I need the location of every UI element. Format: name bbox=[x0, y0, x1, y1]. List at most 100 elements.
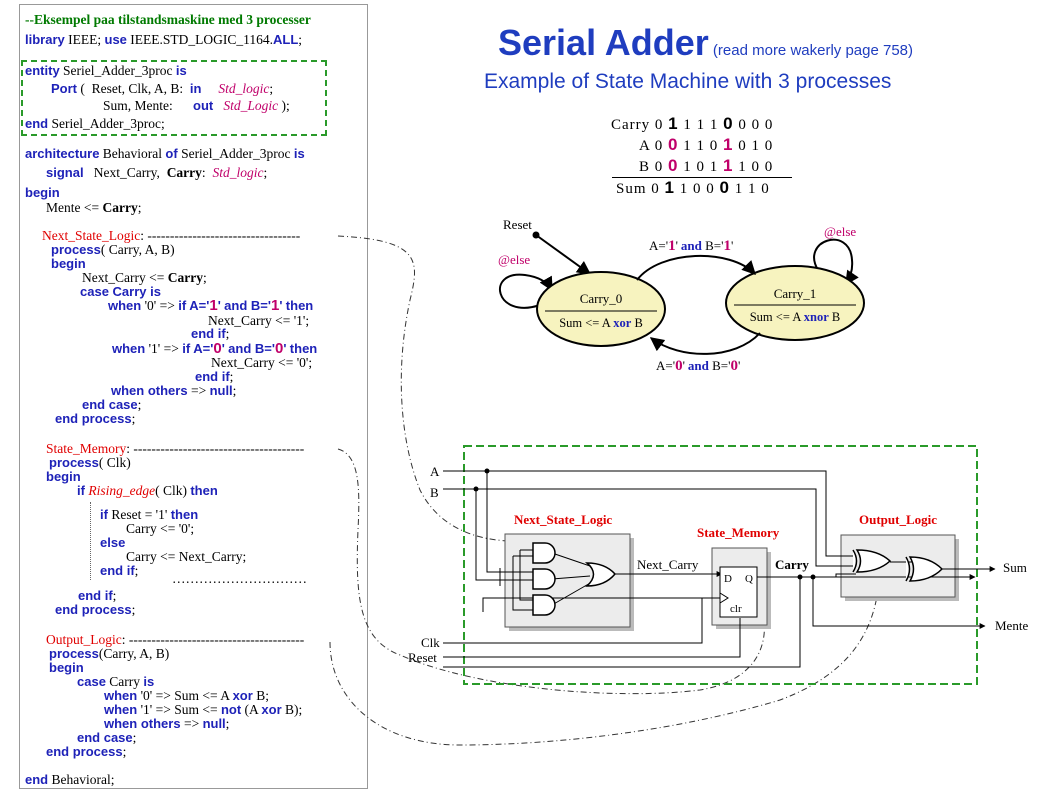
input-a-label: A bbox=[430, 464, 440, 479]
reset-arrow bbox=[535, 234, 592, 275]
sm-block bbox=[711, 547, 768, 626]
transition-1-to-0 bbox=[649, 332, 761, 355]
code-ol-begin: begin bbox=[49, 660, 84, 675]
tt-b-row: B 0 0 1 0 1 1 1 0 0 bbox=[639, 156, 774, 175]
transition-0-to-1 bbox=[636, 255, 756, 281]
code-nsl-label: Next_State_Logic: ----------------------… bbox=[42, 228, 301, 243]
input-clk-label: Clk bbox=[421, 635, 440, 650]
code-comment: --Eksempel paa tilstandsmaskine med 3 pr… bbox=[25, 12, 311, 27]
sm-block-label: State_Memory bbox=[697, 525, 780, 540]
code-nsl-process: process( Carry, A, B) bbox=[51, 242, 175, 257]
code-nsl-when1: when '1' => if A='0' and B='0' then bbox=[112, 340, 318, 357]
input-b-label: B bbox=[430, 485, 439, 500]
code-sm-carry-nc: Carry <= Next_Carry; bbox=[126, 549, 247, 564]
code-begin-line: begin bbox=[25, 185, 60, 200]
code-signal-line: signal Next_Carry, Carry: Std_logic; bbox=[46, 165, 268, 180]
state-carry-0 bbox=[536, 271, 666, 347]
code-mente-line: Mente <= Carry; bbox=[46, 200, 142, 215]
code-ol-label: Output_Logic: --------------------------… bbox=[46, 632, 305, 647]
code-ol-others: when others => null; bbox=[104, 716, 230, 731]
input-reset-label: Reset bbox=[408, 650, 437, 665]
code-nsl-others: when others => null; bbox=[111, 383, 237, 398]
transition-0-to-1-label: A='1'and B='1' bbox=[649, 238, 733, 254]
reset-label: Reset bbox=[503, 217, 532, 232]
code-library-line: library IEEE; use IEEE.STD_LOGIC_1164.AL… bbox=[25, 32, 303, 47]
schematic-wires bbox=[443, 470, 996, 668]
page-subtitle: Example of State Machine with 3 processe… bbox=[484, 70, 892, 93]
carry-label: Carry bbox=[775, 557, 809, 572]
code-nsl-nc1: Next_Carry <= '1'; bbox=[208, 313, 310, 328]
code-ol-when0: when '0' => Sum <= A xor B; bbox=[104, 688, 269, 703]
and-gate-2 bbox=[532, 568, 556, 590]
code-sm-label: State_Memory: --------------------------… bbox=[46, 441, 305, 456]
code-port-out-line: Sum, Mente: out Std_Logic ); bbox=[103, 98, 290, 113]
next-carry-label: Next_Carry bbox=[637, 557, 699, 572]
ff-clr-label: clr bbox=[730, 603, 742, 615]
ol-connector bbox=[329, 559, 881, 746]
nsl-block bbox=[504, 533, 631, 628]
code-to-block-connectors bbox=[329, 235, 881, 746]
sm-connector bbox=[337, 448, 767, 695]
code-sm-endprocess: end process; bbox=[55, 602, 136, 617]
nsl-block-label: Next_State_Logic bbox=[514, 512, 612, 527]
tt-carry-row: Carry 0 1 1 1 1 0 0 0 0 bbox=[611, 114, 774, 133]
xnor-gate bbox=[905, 556, 944, 582]
code-end-line: end Behavioral; bbox=[25, 772, 115, 787]
else-right-label: @else bbox=[824, 224, 856, 239]
code-sm-if-reset: if Reset = '1' then bbox=[100, 507, 199, 522]
code-ol-when1: when '1' => Sum <= not (A xor B); bbox=[104, 702, 303, 717]
state-carry-0-output: Sum <= A xor B bbox=[559, 316, 643, 330]
code-sm-endif: end if; bbox=[78, 588, 117, 603]
state-carry-0-name: Carry_0 bbox=[580, 291, 623, 306]
else-left-label: @else bbox=[498, 252, 530, 267]
code-port-in-line: Port ( Reset, Clk, A, B: in Std_logic; bbox=[51, 81, 274, 96]
code-ol-process: process(Carry, A, B) bbox=[49, 646, 170, 661]
tt-sum-row: Sum 0 1 1 0 0 0 1 1 0 bbox=[616, 178, 770, 197]
code-entity-line: entity Seriel_Adder_3proc is bbox=[25, 63, 187, 78]
code-sm-begin: begin bbox=[46, 469, 81, 484]
code-sm-else: else bbox=[100, 535, 126, 550]
tt-a-row: A 0 0 1 1 0 1 0 1 0 bbox=[639, 135, 774, 154]
or-gate bbox=[584, 562, 616, 587]
code-nsl-endprocess: end process; bbox=[55, 411, 136, 426]
tt-sum-rule bbox=[612, 177, 792, 178]
page-title: Serial Adder (read more wakerly page 758… bbox=[498, 22, 914, 63]
code-sm-inner-bracket bbox=[90, 502, 92, 580]
sm-block-shadow bbox=[716, 552, 771, 629]
code-nsl-nc0: Next_Carry <= '0'; bbox=[211, 355, 313, 370]
and-gate-3 bbox=[532, 594, 556, 616]
self-loop-s1 bbox=[813, 238, 859, 286]
code-ol-endprocess: end process; bbox=[46, 744, 127, 759]
ff-q-label: Q bbox=[745, 573, 753, 585]
code-nsl-endif2: end if; bbox=[195, 369, 234, 384]
and-gates bbox=[532, 542, 556, 616]
code-sm-process: process( Clk) bbox=[49, 455, 131, 470]
code-sm-carry0: Carry <= '0'; bbox=[126, 521, 195, 536]
schematic-outline bbox=[463, 445, 978, 685]
code-ol-endcase: end case; bbox=[77, 730, 137, 745]
ff-clock-triangle bbox=[719, 592, 729, 604]
self-loop-s0 bbox=[498, 273, 553, 309]
state-carry-1 bbox=[725, 265, 865, 341]
output-sum-label: Sum bbox=[1003, 560, 1027, 575]
code-entity-end-line: end Seriel_Adder_3proc; bbox=[25, 116, 165, 131]
ol-block-label: Output_Logic bbox=[859, 512, 937, 527]
code-nsl-endif1: end if; bbox=[191, 326, 230, 341]
ol-block-shadow bbox=[845, 539, 959, 601]
ff-d-label: D bbox=[724, 573, 732, 585]
output-mente-label: Mente bbox=[995, 618, 1028, 633]
state-diagram: Reset @else @else Carry_0 Sum <= A xor B… bbox=[498, 217, 865, 374]
code-nsl-when0: when '0' => if A='1' and B='1' then bbox=[108, 297, 314, 314]
code-ol-case: case Carry is bbox=[77, 674, 155, 689]
code-nsl-case: case Carry is bbox=[80, 284, 161, 299]
entity-highlight-box bbox=[21, 60, 327, 136]
code-nsl-default: Next_Carry <= Carry; bbox=[82, 270, 207, 285]
ol-block bbox=[840, 534, 956, 598]
transition-1-to-0-label: A='0'and B='0' bbox=[656, 358, 740, 374]
code-nsl-endcase: end case; bbox=[82, 397, 142, 412]
state-carry-1-name: Carry_1 bbox=[774, 286, 817, 301]
state-carry-1-output: Sum <= A xnor B bbox=[750, 310, 841, 324]
title-reference-note: (read more wakerly page 758) bbox=[708, 42, 914, 59]
and-gate-1 bbox=[532, 542, 556, 564]
schematic: Next_State_Logic State_Memory Output_Log… bbox=[408, 445, 1028, 685]
